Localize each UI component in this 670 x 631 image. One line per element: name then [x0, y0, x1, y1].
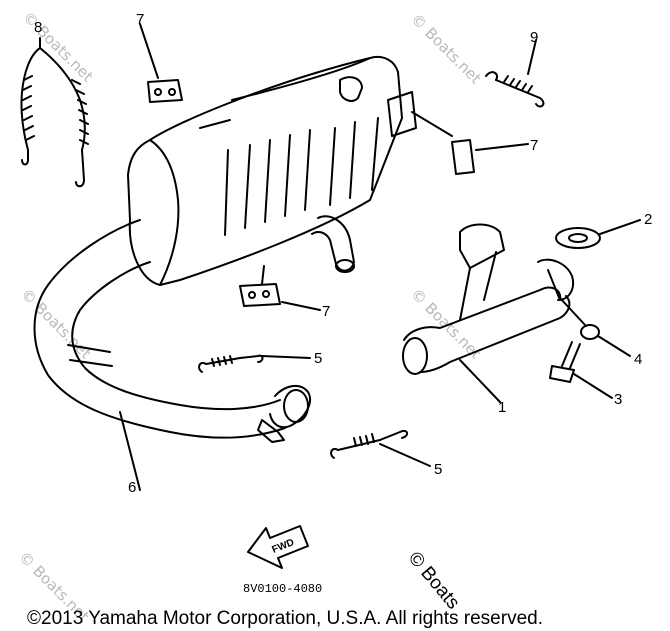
callout-7-right: 7	[530, 137, 538, 154]
callout-5-upper: 5	[314, 350, 322, 367]
muffler[interactable]	[127, 56, 417, 286]
part-3-bolt[interactable]	[549, 341, 613, 399]
part-5-spring-upper[interactable]	[198, 354, 311, 373]
callout-6: 6	[128, 479, 136, 496]
part-6-exhaust-pipe[interactable]	[33, 219, 311, 491]
part-1-joint-pipe[interactable]	[402, 223, 574, 403]
part-7-clip-top[interactable]	[139, 23, 183, 103]
copyright-notice: ©2013 Yamaha Motor Corporation, U.S.A. A…	[27, 608, 543, 629]
part-2-gasket[interactable]	[555, 219, 641, 249]
part-9-spring[interactable]	[485, 39, 545, 108]
part-4-washer[interactable]	[559, 297, 631, 357]
callout-9: 9	[530, 29, 538, 46]
fwd-arrow-icon	[247, 525, 309, 569]
callout-1: 1	[498, 399, 506, 416]
callout-3: 3	[614, 391, 622, 408]
part-7-clip-right[interactable]	[411, 111, 529, 175]
callout-4: 4	[634, 351, 642, 368]
callout-8: 8	[34, 19, 42, 36]
part-7-clip-bottom[interactable]	[239, 265, 321, 311]
callout-7-top: 7	[136, 11, 144, 28]
callout-5-lower: 5	[434, 461, 442, 478]
part-5-spring-lower[interactable]	[330, 429, 431, 467]
callout-7-bottom: 7	[322, 303, 330, 320]
part-8-long-spring[interactable]	[20, 37, 89, 188]
callout-2: 2	[644, 211, 652, 228]
diagram-code: 8V0100-4080	[243, 582, 323, 596]
